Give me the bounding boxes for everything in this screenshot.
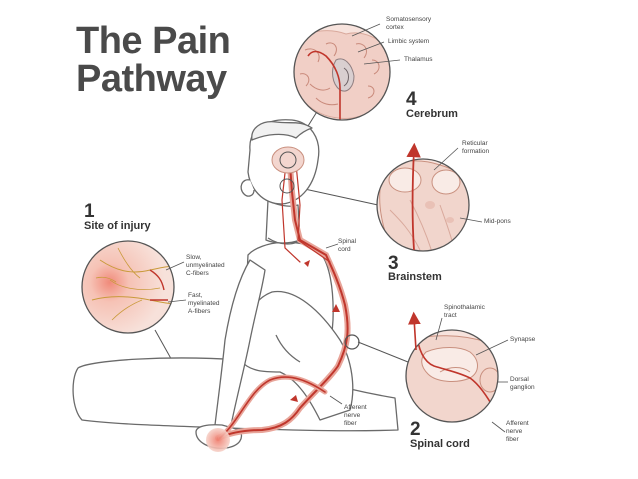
label-spinothalamic-tract: Spinothalamic tract [444, 304, 485, 320]
injury-spot [206, 428, 230, 452]
step-4-number: 4 [406, 90, 417, 109]
step-1-name: Site of injury [84, 220, 151, 232]
label-slow-fibers: Slow, unmyelinated C-fibers [186, 254, 225, 278]
label-reticular-formation: Reticular formation [462, 140, 489, 156]
label-fast-fibers: Fast, myelinated A-fibers [188, 292, 219, 316]
spinal-cord-inset [406, 318, 508, 432]
label-limbic-system: Limbic system [388, 38, 429, 46]
step-1-number: 1 [84, 202, 95, 221]
label-synapse: Synapse [510, 336, 535, 344]
brainstem-inset [377, 148, 482, 256]
label-thalamus: Thalamus [404, 56, 433, 64]
label-somatosensory-cortex: Somatosensory cortex [386, 16, 431, 32]
step-3-name: Brainstem [388, 271, 442, 283]
title-line-2: Pathway [76, 60, 230, 98]
label-afferent-nerve-fiber-body: Afferent nerve fiber [344, 404, 367, 428]
injury-inset [82, 241, 186, 333]
label-spinal-cord: Spinal cord [338, 238, 356, 254]
step-2-number: 2 [410, 420, 421, 439]
label-dorsal-ganglion: Dorsal ganglion [510, 376, 535, 392]
diagram-title: The Pain Pathway [76, 22, 230, 98]
step-4-name: Cerebrum [406, 108, 458, 120]
step-2-name: Spinal cord [410, 438, 470, 450]
label-afferent-nerve-fiber-cord: Afferent nerve fiber [506, 420, 529, 444]
cerebrum-inset [292, 24, 401, 120]
title-line-1: The Pain [76, 22, 230, 60]
label-mid-pons: Mid-pons [484, 218, 511, 226]
